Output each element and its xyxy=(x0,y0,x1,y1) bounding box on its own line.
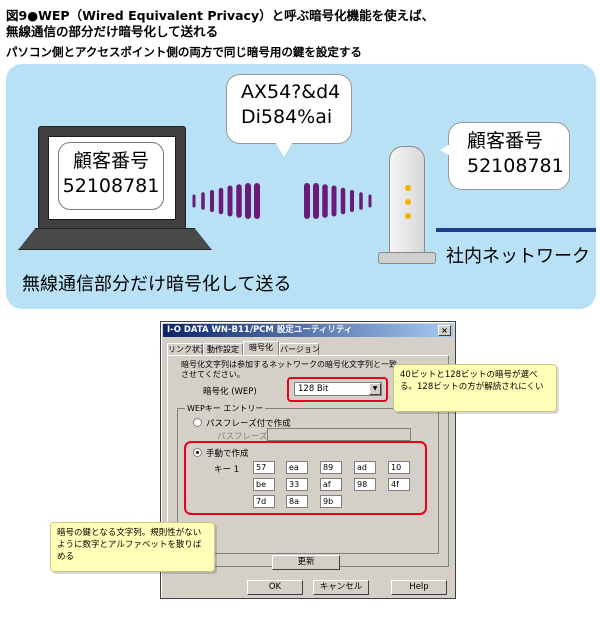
access-point-icon xyxy=(389,146,425,256)
ap-led xyxy=(405,213,411,219)
tab-operation-settings[interactable]: 動作設定 xyxy=(203,343,243,355)
key-1-label: キー 1 xyxy=(214,465,240,475)
key-byte-field[interactable]: ad xyxy=(354,461,376,474)
passphrase-label: パスフレーズ xyxy=(217,432,268,442)
network-line xyxy=(436,228,596,232)
laptop-keyboard xyxy=(18,228,212,250)
figure-subtitle: パソコン側とアクセスポイント側の両方で同じ暗号用の鍵を設定する xyxy=(6,45,362,59)
radio-waves-icon xyxy=(192,183,372,219)
key-byte-field[interactable]: ea xyxy=(286,461,308,474)
tab-version[interactable]: バージョン xyxy=(279,343,320,355)
wep-key-group xyxy=(177,408,439,554)
ap-speech-bubble: 顧客番号 52108781 xyxy=(448,122,570,190)
illustration-caption: 無線通信部分だけ暗号化して送る xyxy=(22,274,292,295)
dialog-titlebar: I-O DATA WN-B11/PCM 設定ユーティリティ × xyxy=(163,324,453,337)
laptop-bubble-line-2: 52108781 xyxy=(62,175,160,197)
caption-line-2: 無線通信の部分だけ暗号化して送れる xyxy=(6,24,219,39)
key-string-callout: 暗号の鍵となる文字列。規則性がないように数字とアルファベットを散りばめる xyxy=(50,522,215,572)
key-byte-field[interactable]: 89 xyxy=(320,461,342,474)
close-button[interactable]: × xyxy=(438,325,451,336)
encryption-select-value: 128 Bit xyxy=(298,384,329,394)
encrypted-speech-bubble: AX54?&d4 Di584%ai xyxy=(226,74,352,144)
key-byte-field[interactable]: 10 xyxy=(388,461,410,474)
select-highlight xyxy=(287,377,388,402)
manual-radio-label: 手動で作成 xyxy=(206,449,249,459)
manual-highlight xyxy=(184,441,427,515)
ap-bubble-line-2: 52108781 xyxy=(467,155,564,177)
caption-line-1: 図9●WEP（Wired Equivalent Privacy）と呼ぶ暗号化機能… xyxy=(6,8,435,23)
ok-button[interactable]: OK xyxy=(247,580,303,595)
key-byte-field[interactable]: 33 xyxy=(286,478,308,491)
wep-group-label: WEPキー エントリー xyxy=(185,403,266,414)
cancel-button[interactable]: キャンセル xyxy=(313,580,369,595)
tab-link-status[interactable]: リンク状況 xyxy=(167,343,208,355)
ap-bubble-tail xyxy=(440,144,450,156)
encrypted-line-2: Di584%ai xyxy=(241,106,333,128)
encrypted-bubble-tail xyxy=(276,143,292,157)
network-label: 社内ネットワーク xyxy=(446,246,590,267)
access-point-stand xyxy=(378,252,436,264)
help-button[interactable]: Help xyxy=(391,580,447,595)
illustration-panel: 顧客番号 52108781 AX54?&d4 Di584%ai 顧客番号 xyxy=(6,64,596,309)
laptop-bubble-line-1: 顧客番号 xyxy=(72,150,149,172)
figure-caption: 図9●WEP（Wired Equivalent Privacy）と呼ぶ暗号化機能… xyxy=(6,8,434,40)
update-button[interactable]: 更新 xyxy=(272,555,340,570)
chevron-down-icon[interactable]: ▼ xyxy=(369,383,381,395)
manual-radio[interactable] xyxy=(193,448,202,457)
encrypted-line-1: AX54?&d4 xyxy=(241,81,341,103)
passphrase-radio[interactable] xyxy=(193,418,202,427)
dialog-title: I-O DATA WN-B11/PCM 設定ユーティリティ xyxy=(167,325,353,335)
ap-led xyxy=(405,185,411,191)
passphrase-input[interactable] xyxy=(267,428,411,441)
key-byte-field[interactable]: 4f xyxy=(388,478,410,491)
key-byte-field[interactable]: 8a xyxy=(286,495,308,508)
encryption-select[interactable]: 128 Bit ▼ xyxy=(294,382,382,396)
laptop-speech-bubble: 顧客番号 52108781 xyxy=(58,142,164,210)
key-byte-field[interactable]: 7d xyxy=(253,495,275,508)
key-byte-field[interactable]: 98 xyxy=(354,478,376,491)
ap-bubble-line-1: 顧客番号 xyxy=(467,130,544,152)
ap-led xyxy=(405,199,411,205)
key-byte-field[interactable]: be xyxy=(253,478,275,491)
key-byte-field[interactable]: 9b xyxy=(320,495,342,508)
key-byte-field[interactable]: 57 xyxy=(253,461,275,474)
passphrase-radio-label: パスフレーズ付で作成 xyxy=(206,419,291,429)
encryption-label: 暗号化 (WEP) xyxy=(203,387,257,397)
encryption-description: 暗号化文字列は参加するネットワークの暗号化文字列と一致させてください。 xyxy=(181,360,397,379)
tab-encryption[interactable]: 暗号化 xyxy=(243,341,279,355)
key-byte-field[interactable]: af xyxy=(320,478,342,491)
bits-callout: 40ビットと128ビットの暗号が選べる。128ビットの方が解読されにくい xyxy=(393,364,557,412)
